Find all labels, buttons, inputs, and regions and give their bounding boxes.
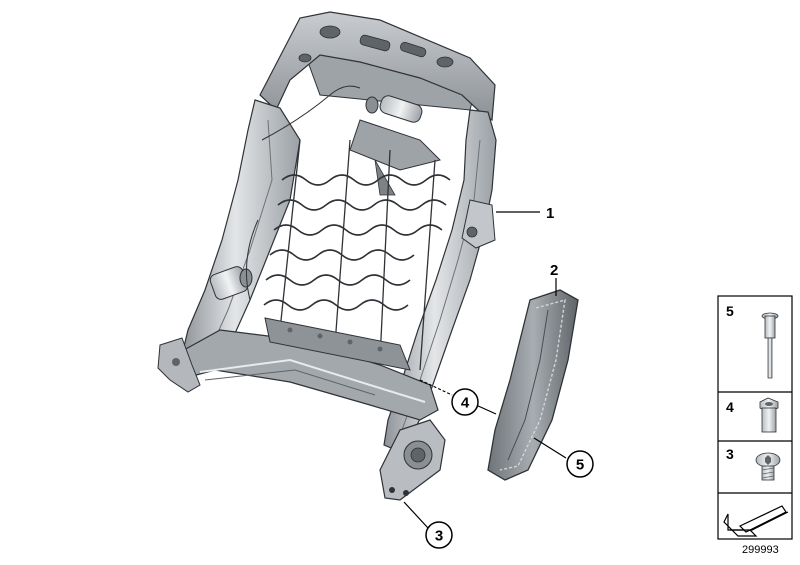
blind-rivet-icon: [761, 312, 779, 379]
frame-top-member: [259, 11, 496, 122]
callout-5-label: 5: [576, 457, 584, 474]
callout-4-label: 4: [461, 395, 470, 412]
spring-mat: [263, 139, 451, 371]
seat-backrest-frame: [157, 11, 497, 501]
diagram-id: 299993: [742, 544, 779, 556]
parts-legend: 5 4 3: [717, 295, 793, 540]
legend-number-4: 4: [726, 399, 734, 415]
lumbar-motor: [365, 95, 423, 123]
callout-1: 1: [546, 205, 554, 222]
legend-number-5: 5: [726, 303, 734, 319]
callout-3: 3: [425, 521, 453, 549]
side-airbag-module: [487, 289, 579, 481]
legend-number-3: 3: [726, 446, 734, 462]
callout-2: 2: [550, 262, 558, 279]
callout-4: 4: [451, 388, 479, 416]
callout-5: 5: [566, 450, 594, 478]
adjustment-motor: [209, 266, 253, 300]
rivet-nut-icon: [759, 397, 779, 433]
leader-lines: [403, 211, 567, 529]
torx-screw-icon: [755, 452, 781, 481]
callout-3-label: 3: [435, 528, 443, 545]
arrow-indicator-icon: [723, 505, 789, 537]
